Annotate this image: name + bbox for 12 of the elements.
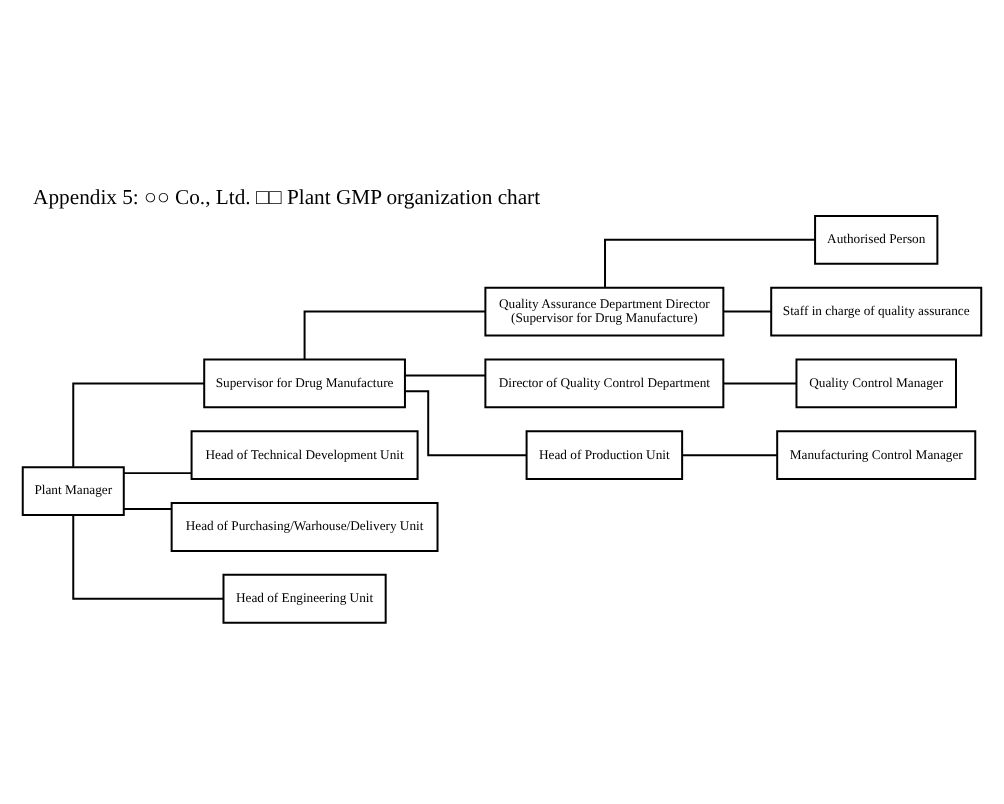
connector <box>403 390 528 457</box>
diagram-title: Appendix 5: ○○ Co., Ltd. □□ Plant GMP organization chart <box>33 187 541 210</box>
connector <box>604 238 816 289</box>
connector <box>72 514 224 600</box>
connector <box>123 472 193 475</box>
connector <box>303 310 486 361</box>
connector <box>722 310 773 313</box>
connector <box>404 374 487 377</box>
connector <box>722 382 798 385</box>
connector <box>72 382 206 468</box>
connector <box>123 508 173 510</box>
connector <box>681 454 778 457</box>
